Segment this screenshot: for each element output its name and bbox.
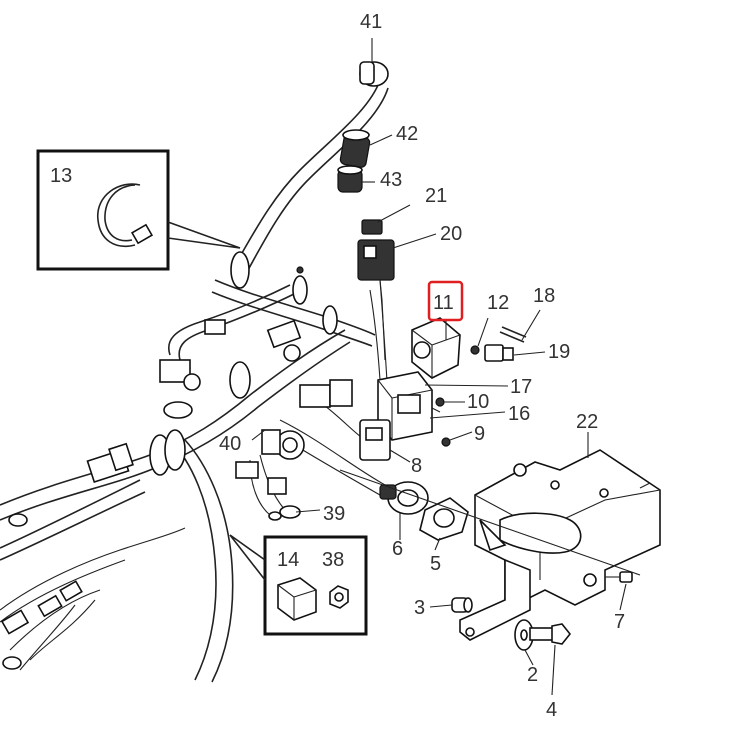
label-22: 22 xyxy=(576,411,598,433)
label-42: 42 xyxy=(396,123,418,145)
clip-14 xyxy=(277,577,317,621)
label-14: 14 xyxy=(277,549,299,571)
label-41: 41 xyxy=(360,11,382,33)
washer-2 xyxy=(514,619,534,651)
relay-cover-21 xyxy=(361,219,383,235)
label-39: 39 xyxy=(323,503,345,525)
label-9: 9 xyxy=(474,423,485,445)
label-18: 18 xyxy=(533,285,555,307)
label-38: 38 xyxy=(322,549,344,571)
label-7: 7 xyxy=(614,611,625,633)
label-4: 4 xyxy=(546,699,557,721)
plate-16-17 xyxy=(359,371,433,461)
leader-lines xyxy=(251,38,627,696)
pin-18 xyxy=(499,326,527,343)
label-3: 3 xyxy=(414,597,425,619)
label-19: 19 xyxy=(548,341,570,363)
part-labels: 41 42 43 13 21 20 11 12 18 19 17 10 16 9… xyxy=(50,11,625,721)
bracket-11 xyxy=(411,317,461,379)
main-bracket-22 xyxy=(459,449,661,641)
label-5: 5 xyxy=(430,553,441,575)
label-13: 13 xyxy=(50,165,72,187)
relay-20 xyxy=(357,239,395,361)
bolt-4 xyxy=(529,623,572,645)
connector-19 xyxy=(484,344,514,362)
label-11: 11 xyxy=(433,292,454,314)
label-8: 8 xyxy=(411,455,422,477)
connector-43 xyxy=(337,165,363,193)
label-17: 17 xyxy=(510,376,532,398)
bolt-7 xyxy=(605,571,633,583)
label-16: 16 xyxy=(508,403,530,425)
label-10: 10 xyxy=(467,391,489,413)
highlight-box-11 xyxy=(427,280,464,322)
screw-10 xyxy=(435,397,445,407)
nut-38 xyxy=(329,585,349,609)
label-6: 6 xyxy=(392,538,403,560)
connector-42 xyxy=(339,129,371,168)
spacer-3 xyxy=(451,597,473,613)
callout-box-13 xyxy=(36,149,241,271)
screw-12 xyxy=(470,345,480,355)
callout-box-14-38 xyxy=(229,534,368,636)
label-43: 43 xyxy=(380,169,402,191)
wiring-harness xyxy=(0,79,389,683)
label-20: 20 xyxy=(440,223,462,245)
axis-line xyxy=(339,469,641,576)
grommet-41 xyxy=(359,61,389,87)
screw-9 xyxy=(441,437,451,447)
spacer-5 xyxy=(419,497,469,541)
label-12: 12 xyxy=(487,292,509,314)
label-21: 21 xyxy=(425,185,447,207)
label-2: 2 xyxy=(527,664,538,686)
label-40: 40 xyxy=(219,433,241,455)
